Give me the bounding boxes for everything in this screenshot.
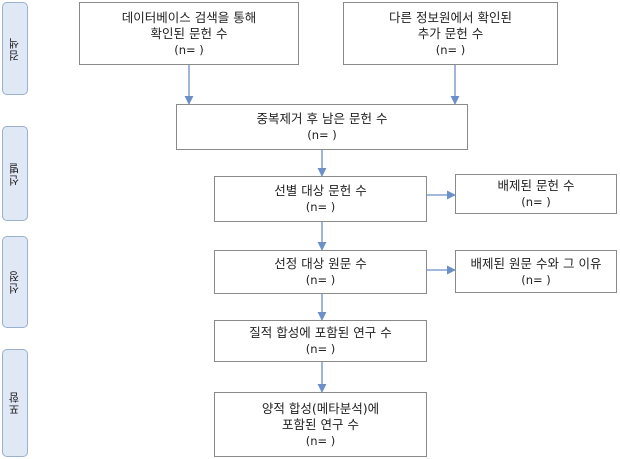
- box-quantitative-synthesis-count: (n= ): [305, 433, 336, 448]
- box-database-search-count: (n= ): [174, 42, 204, 57]
- phase-label-inclusion: 포함: [2, 349, 28, 457]
- box-fulltext-excluded-count: (n= ): [521, 272, 551, 287]
- box-other-sources: 다른 정보원에서 확인된 추가 문헌 수 (n= ): [343, 2, 558, 65]
- box-other-sources-count: (n= ): [435, 42, 466, 57]
- phase-label-selection: 선정: [2, 236, 28, 328]
- box-screening-count: (n= ): [305, 200, 336, 214]
- box-screening-line1: 선별 대상 문헌 수: [274, 183, 367, 198]
- box-fulltext-excluded: 배제된 원문 수와 그 이유 (n= ): [455, 250, 617, 293]
- box-after-dedup-line1: 중복제거 후 남은 문헌 수: [256, 111, 388, 126]
- box-fulltext: 선정 대상 원문 수 (n= ): [214, 250, 427, 294]
- box-screening: 선별 대상 문헌 수 (n= ): [214, 176, 427, 222]
- box-qualitative-synthesis-line1: 질적 합성에 포함된 연구 수: [249, 325, 392, 340]
- box-screening-excluded-line1: 배제된 문헌 수: [497, 178, 575, 193]
- box-fulltext-count: (n= ): [305, 273, 336, 287]
- box-quantitative-synthesis-line2: 포함된 연구 수: [282, 416, 359, 432]
- box-fulltext-excluded-line1: 배제된 원문 수와 그 이유: [470, 255, 602, 271]
- box-fulltext-line1: 선정 대상 원문 수: [274, 256, 367, 271]
- box-after-dedup-count: (n= ): [307, 128, 337, 142]
- box-other-sources-line1: 다른 정보원에서 확인된: [389, 9, 512, 25]
- box-qualitative-synthesis-count: (n= ): [305, 342, 336, 356]
- box-database-search-line1: 데이터베이스 검색을 통해: [121, 9, 257, 25]
- box-qualitative-synthesis: 질적 합성에 포함된 연구 수 (n= ): [214, 320, 427, 362]
- phase-label-search: 검색: [2, 2, 28, 95]
- box-screening-excluded: 배제된 문헌 수 (n= ): [455, 174, 617, 214]
- box-database-search: 데이터베이스 검색을 통해 확인된 문헌 수 (n= ): [79, 2, 299, 65]
- box-screening-excluded-count: (n= ): [521, 195, 551, 209]
- box-after-dedup: 중복제거 후 남은 문헌 수 (n= ): [176, 104, 468, 150]
- phase-label-screening: 선별: [2, 126, 28, 221]
- box-database-search-line2: 확인된 문헌 수: [150, 25, 228, 41]
- box-quantitative-synthesis-line1: 양적 합성(메타분석)에: [261, 400, 380, 416]
- box-quantitative-synthesis: 양적 합성(메타분석)에 포함된 연구 수 (n= ): [214, 392, 427, 457]
- box-other-sources-line2: 추가 문헌 수: [417, 25, 484, 41]
